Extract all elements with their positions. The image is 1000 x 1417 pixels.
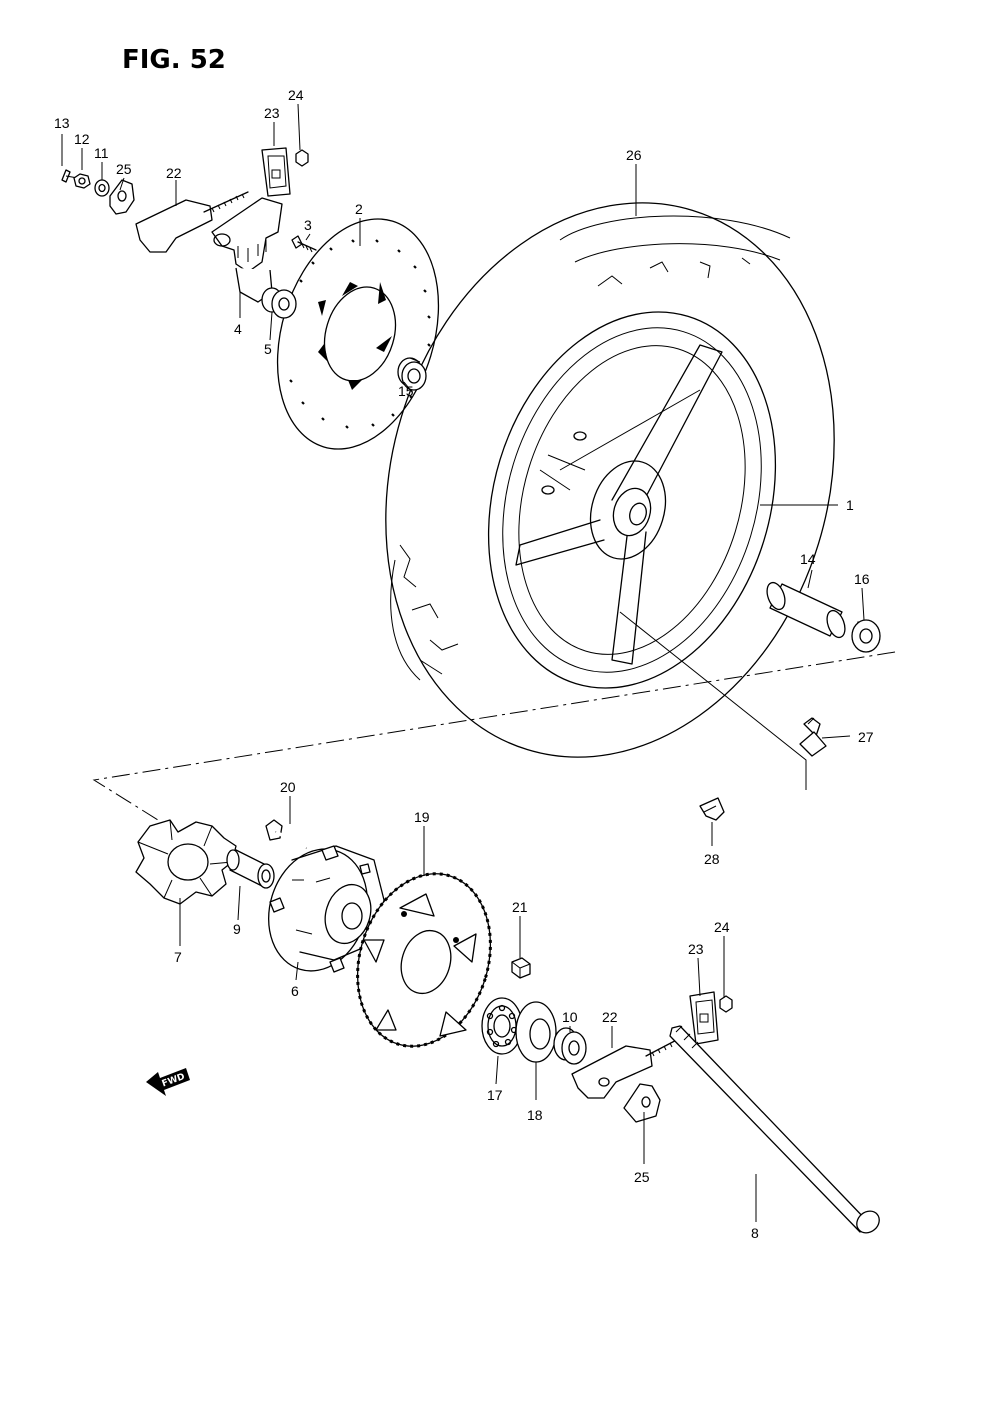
right-adjuster-set (571, 991, 733, 1123)
callout-26: 26 (626, 147, 642, 163)
clip-28 (699, 797, 725, 821)
callout-labels: 13 12 11 25 22 23 24 3 2 4 5 15 26 1 14 … (54, 87, 874, 1241)
tire-valve-27 (799, 717, 827, 757)
rear-wheel-rim (487, 311, 777, 689)
callout-20: 20 (280, 779, 296, 795)
callout-12: 12 (74, 131, 90, 147)
callout-15: 15 (398, 383, 414, 399)
callout-25-lower: 25 (634, 1169, 650, 1185)
callout-7: 7 (174, 949, 182, 965)
figure-title: FIG. 52 (122, 45, 226, 75)
rear-axle-8 (669, 1025, 880, 1234)
damper-rubber-7 (135, 819, 237, 905)
callout-18: 18 (527, 1107, 543, 1123)
callout-10: 10 (562, 1009, 578, 1025)
callout-24-upper: 24 (288, 87, 304, 103)
callout-14: 14 (800, 551, 816, 567)
callout-16: 16 (854, 571, 870, 587)
callout-5: 5 (264, 341, 272, 357)
callout-25-upper: 25 (116, 161, 132, 177)
leader-lines (61, 103, 865, 1222)
callout-19: 19 (414, 809, 430, 825)
callout-1: 1 (846, 497, 854, 513)
callout-9: 9 (233, 921, 241, 937)
collar-5 (261, 287, 297, 319)
oil-seal-18 (515, 1001, 557, 1063)
callout-8: 8 (751, 1225, 759, 1241)
callout-13: 13 (54, 115, 70, 131)
nut-21 (511, 957, 531, 979)
bearing-16 (851, 619, 881, 653)
callout-11: 11 (94, 145, 109, 161)
assembly-boundary-line (92, 651, 896, 821)
forward-direction-label: FWD (161, 1072, 187, 1089)
spacer-9 (226, 849, 275, 889)
spacer-10 (553, 1027, 587, 1065)
callout-21: 21 (512, 899, 528, 915)
callout-27: 27 (858, 729, 874, 745)
callout-23-upper: 23 (264, 105, 280, 121)
bolt-20 (265, 819, 307, 850)
forward-direction-arrow: FWD (146, 1068, 190, 1096)
tire (385, 202, 835, 758)
spacer-15 (397, 357, 427, 391)
rear-sprocket-19 (356, 872, 492, 1048)
callout-22-upper: 22 (166, 165, 182, 181)
callout-24-lower: 24 (714, 919, 730, 935)
brake-disc (276, 218, 440, 450)
callout-4: 4 (234, 321, 242, 337)
callout-23-lower: 23 (688, 941, 704, 957)
callout-22-lower: 22 (602, 1009, 618, 1025)
left-adjuster-set (61, 147, 309, 253)
callout-28: 28 (704, 851, 720, 867)
callout-6: 6 (291, 983, 299, 999)
callout-2: 2 (355, 201, 363, 217)
sprocket-mounting-drum-6 (267, 845, 385, 973)
bolt-3 (291, 235, 317, 253)
axle-spacer-14 (766, 581, 846, 639)
callout-3: 3 (304, 217, 312, 233)
caliper-bracket (211, 197, 283, 303)
callout-17: 17 (487, 1087, 503, 1103)
valve-reference-line (619, 611, 807, 790)
